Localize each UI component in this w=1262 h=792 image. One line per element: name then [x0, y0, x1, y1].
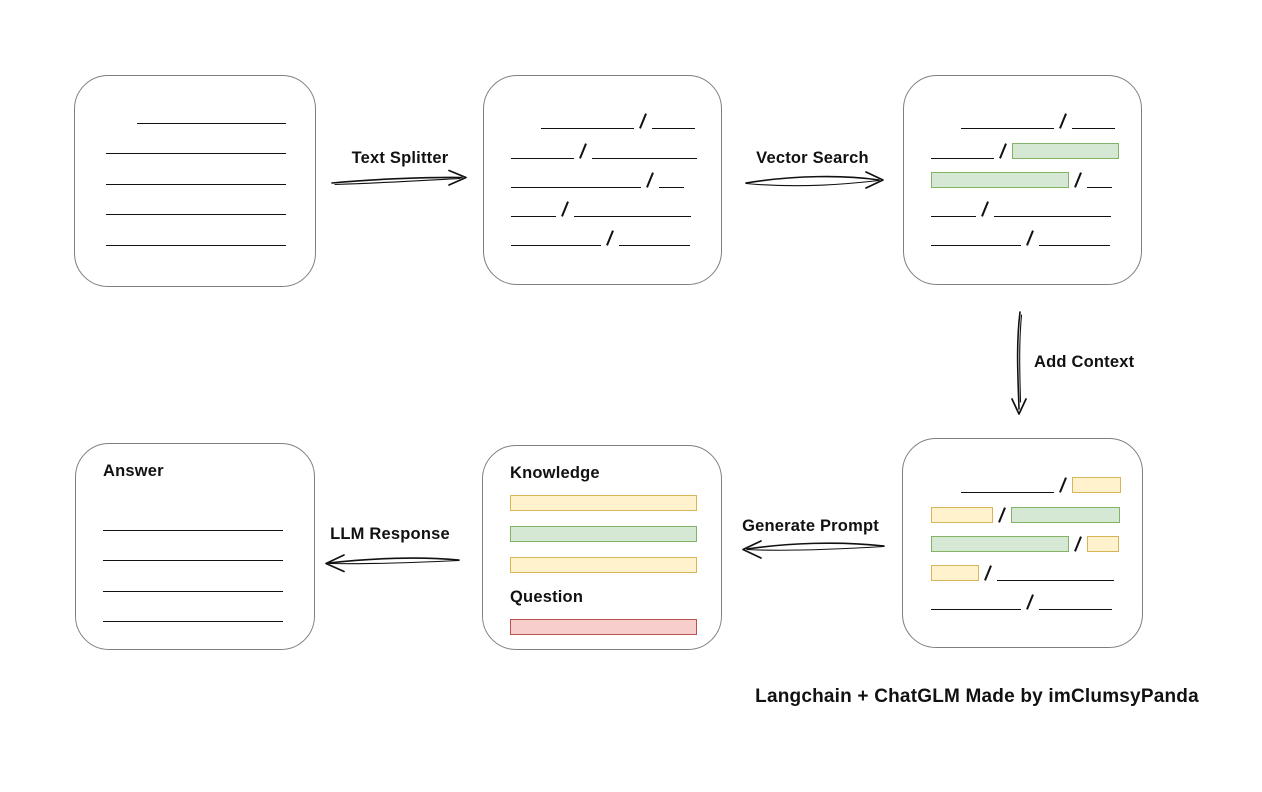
highlight-yellow	[1072, 477, 1121, 494]
text-line	[511, 245, 601, 247]
text-line	[961, 492, 1054, 494]
prompt-bar-red	[510, 619, 697, 635]
vector-search-label: Vector Search	[756, 149, 869, 167]
slash-separator	[1026, 594, 1034, 611]
text-line	[592, 157, 697, 159]
slash-separator	[639, 113, 647, 130]
chunk-row	[511, 129, 721, 159]
text-line	[961, 128, 1054, 130]
chunks-box	[483, 75, 722, 285]
text-line	[574, 216, 691, 218]
slash-separator	[998, 506, 1006, 523]
text-line	[541, 128, 634, 130]
text-line	[511, 216, 556, 218]
slash-separator	[981, 201, 989, 217]
add-context-label: Add Context	[1034, 353, 1135, 371]
text-splitter-arrow	[331, 169, 467, 186]
slash-separator	[1059, 113, 1067, 130]
text-line	[137, 93, 286, 124]
generate-prompt-label: Generate Prompt	[742, 517, 879, 535]
text-line	[106, 154, 286, 185]
slash-separator	[984, 565, 992, 581]
text-splitter-label: Text Splitter	[351, 149, 449, 167]
answer-lines	[103, 493, 314, 622]
chunk-row	[931, 552, 1142, 582]
slash-separator	[606, 230, 614, 247]
highlight-yellow	[931, 565, 979, 582]
text-line	[997, 580, 1114, 582]
document-box	[74, 75, 316, 287]
slash-separator	[1026, 230, 1034, 247]
text-line	[931, 245, 1021, 247]
prompt-bar-yellow	[510, 557, 697, 573]
highlight-green	[1012, 142, 1119, 159]
text-line	[619, 245, 690, 247]
answer-label: Answer	[103, 462, 164, 480]
slash-separator	[1074, 536, 1082, 552]
llm-response-arrow	[325, 554, 460, 573]
prompt-bar-yellow	[510, 495, 697, 511]
add-context-arrow	[1011, 311, 1027, 415]
chunk-row	[931, 159, 1141, 188]
highlight-yellow	[931, 506, 993, 523]
text-line	[931, 609, 1021, 611]
slash-separator	[579, 142, 587, 159]
chunk-row	[511, 217, 721, 247]
slash-separator	[561, 201, 569, 217]
slash-separator	[999, 142, 1007, 159]
text-line	[103, 561, 283, 592]
chunk-row	[931, 523, 1142, 552]
highlight-green	[931, 535, 1069, 552]
chunk-row	[931, 188, 1141, 218]
chunk-row	[511, 159, 721, 188]
highlight-yellow	[1087, 535, 1119, 552]
text-line	[931, 216, 976, 218]
vector-search-arrow	[745, 171, 884, 189]
text-line	[103, 531, 283, 561]
text-line	[106, 215, 286, 246]
slash-separator	[646, 172, 654, 188]
text-line	[931, 157, 994, 159]
text-line	[511, 186, 641, 188]
chunk-row	[541, 100, 721, 130]
chunk-row	[961, 100, 1141, 130]
text-line	[106, 124, 286, 154]
text-line	[1072, 128, 1115, 130]
text-line	[994, 216, 1111, 218]
text-line	[659, 186, 684, 188]
context-box	[902, 438, 1143, 648]
text-line	[103, 500, 283, 531]
text-line	[106, 185, 286, 215]
prompt-bar-green	[510, 526, 697, 542]
llm-response-label: LLM Response	[330, 525, 450, 543]
chunk-row	[931, 581, 1142, 611]
generate-prompt-arrow	[742, 540, 885, 559]
chunk-row	[961, 464, 1142, 494]
diagram-caption: Langchain + ChatGLM Made by imClumsyPand…	[755, 686, 1199, 707]
vector-results-box	[903, 75, 1142, 285]
text-line	[511, 157, 574, 159]
text-line	[1087, 186, 1112, 188]
chunk-row	[511, 188, 721, 218]
text-line	[1039, 609, 1112, 611]
answer-box: Answer	[75, 443, 315, 650]
text-line	[1039, 245, 1110, 247]
chunk-row	[931, 129, 1141, 159]
text-line	[103, 592, 283, 622]
highlight-green	[931, 171, 1069, 188]
text-line	[652, 128, 695, 130]
slash-separator	[1059, 477, 1067, 494]
highlight-green	[1011, 506, 1120, 523]
chunk-row	[931, 217, 1141, 247]
prompt-section-label: Knowledge	[510, 464, 600, 482]
slash-separator	[1074, 172, 1082, 188]
chunk-row	[931, 493, 1142, 523]
prompt-section-label: Question	[510, 588, 584, 606]
